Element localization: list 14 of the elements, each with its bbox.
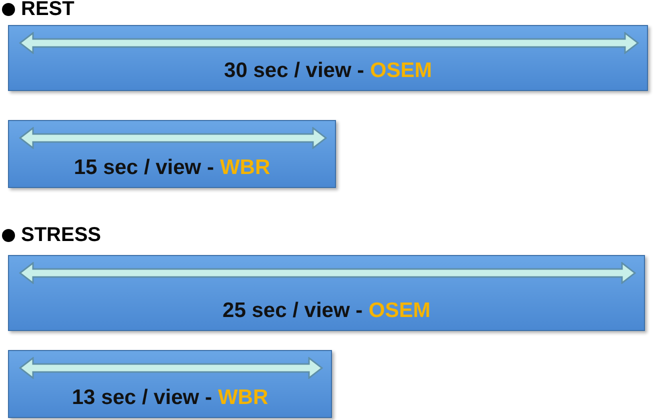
- section-heading: STRESS: [21, 223, 102, 248]
- duration-text: 25 sec / view -: [222, 298, 363, 324]
- duration-bar: [8, 350, 332, 418]
- method-text: WBR: [220, 154, 270, 180]
- method-text: OSEM: [370, 58, 432, 84]
- duration-bar: [8, 255, 645, 331]
- section-heading: REST: [21, 0, 74, 22]
- method-text: OSEM: [368, 298, 430, 324]
- duration-text: 30 sec / view -: [224, 58, 364, 84]
- method-text: WBR: [218, 384, 268, 410]
- duration-bar: [8, 25, 648, 91]
- duration-text: 13 sec / view -: [72, 384, 212, 410]
- duration-bar: [8, 120, 336, 188]
- duration-text: 15 sec / view -: [74, 154, 214, 180]
